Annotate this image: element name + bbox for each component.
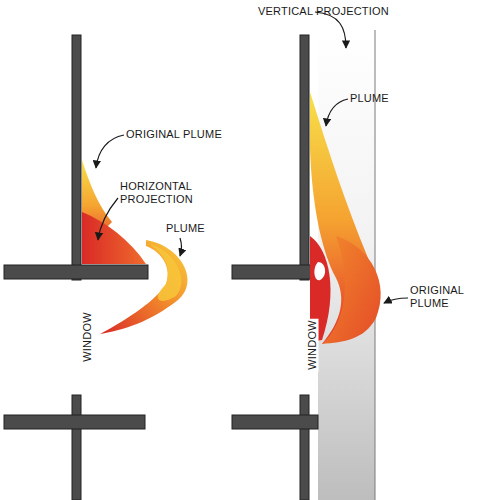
left-building xyxy=(4,35,148,500)
window-label: WINDOW xyxy=(306,318,319,371)
window-label: WINDOW xyxy=(81,310,94,363)
plume-label: ORIGINAL PLUME xyxy=(126,128,222,141)
projection-label: VERTICAL PROJECTION xyxy=(258,5,389,18)
right-plume xyxy=(310,92,381,344)
plume-label: PLUME xyxy=(166,222,205,235)
plume-label: PLUME xyxy=(350,92,389,105)
plume-label: ORIGINAL PLUME xyxy=(410,284,472,310)
leader-arrows xyxy=(96,12,408,303)
projection-label: HORIZONTAL PROJECTION xyxy=(120,180,212,206)
right-building xyxy=(232,35,318,500)
